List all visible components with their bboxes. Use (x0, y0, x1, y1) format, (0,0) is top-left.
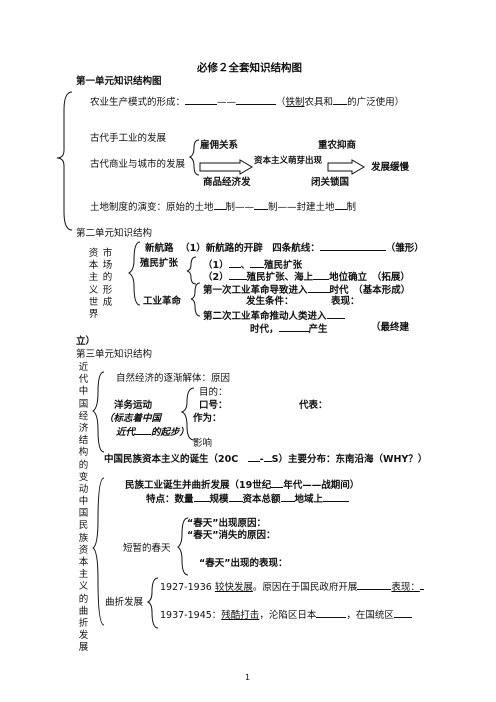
heavy-agri-label: 重农抑商 (318, 140, 357, 151)
ir-cond-label: 发生条件： (246, 296, 294, 307)
winding-line-2: 1937-1945：残酷打击，沦陷区日本，在国统区 (160, 608, 412, 622)
slogan-label: 口号： (199, 400, 228, 411)
ind-rev-label: 工业革命 (143, 296, 182, 307)
handicraft-label: 古代手工业的发展 (90, 133, 167, 144)
winding-line-1: 1927-1936 较快发展。原因在于国民政府开展表现： (160, 580, 424, 594)
final-label: （最终建 (371, 322, 410, 333)
unit2-vertical-b: 市场的形成 (102, 248, 113, 308)
spring-reason-label: “春天”出现原因： (187, 518, 266, 529)
sprout-label: 资本主义萌芽出现 (254, 156, 323, 166)
start-label: 近代的起步） (116, 427, 190, 438)
commerce-label: 古代商业与城市的发展 (90, 159, 186, 170)
colonial-line-1: （1）、殖民扩张 (203, 260, 303, 271)
spring-perf-label: “春天”出现的表现： (199, 558, 288, 569)
slow-label: 发展缓慢 (371, 162, 410, 173)
yangwu-label: 洋务运动 (114, 400, 153, 411)
unit1-heading: 第一单元知识结构图 (76, 76, 162, 87)
feature-line: 特点：数量规模资本总额地域上 (146, 492, 350, 506)
final-label-2: 立） (76, 336, 96, 347)
unit2-heading: 第二单元知识结构 (76, 228, 153, 239)
employment-label: 雇佣关系 (200, 140, 239, 151)
natural-economy-label: 自然经济的逐渐解体：原因 (116, 373, 231, 384)
route-line: 新航路 （1）新航路的开辟 四条航线：（雏形） (145, 243, 424, 254)
ind-rev-line-1: 第一次工业革命导致进入时代 （基本形成） (203, 285, 411, 296)
colonial-label: 殖民扩张 (140, 258, 179, 269)
closed-label: 闭关锁国 (311, 177, 350, 188)
unit3-vertical: 近代中国经济结构的变动 (78, 362, 89, 496)
winding-label: 曲折发展 (105, 597, 144, 608)
birth-line: 中国民族资本主义的诞生（20C -S）主要分布：东南沿海（WHY？） (104, 454, 428, 465)
marker-label: （标志着中国 (104, 413, 162, 424)
agri-blank-2 (236, 95, 277, 105)
effect-label: 作为： (193, 413, 222, 424)
agri-blank-1 (185, 95, 218, 105)
page-number: 1 (245, 673, 251, 682)
unit2-vertical-a: 资本主义世界 (88, 248, 99, 321)
land-line: 土地制度的演变：原始的土地制——制——封建土地制 (90, 202, 357, 213)
page-title: 必修２全套知识结构图 (197, 62, 302, 74)
unit4-vertical: 中国民族资本主义的曲折发展 (78, 496, 89, 654)
agri-blank-3 (333, 95, 348, 105)
unit3-heading: 第三单元知识结构 (76, 349, 153, 360)
unit1-agri-line: 农业生产模式的形成：——（铁制农具和的广泛使用） (90, 95, 405, 108)
influence-label: 影响 (193, 438, 213, 449)
commodity-label: 商品经济发 (203, 177, 251, 188)
ir-perf-label: 表现： (331, 296, 360, 307)
colonial-line-2: （2）殖民扩张、海上地位确立 （拓展） (203, 272, 410, 283)
purpose-label: 目的： (199, 387, 228, 398)
industry-line: 民族工业诞生并曲折发展（19世纪年代——战期间） (125, 480, 360, 491)
spring-label: 短暂的春天 (123, 543, 171, 554)
ind-rev-line-2: 第二次工业革命推动人类进入 (203, 309, 345, 323)
representative-label: 代表： (299, 400, 328, 411)
era-line: 时代，产生 (250, 324, 328, 335)
spring-vanish-label: “春天”消失的原因： (187, 530, 276, 541)
